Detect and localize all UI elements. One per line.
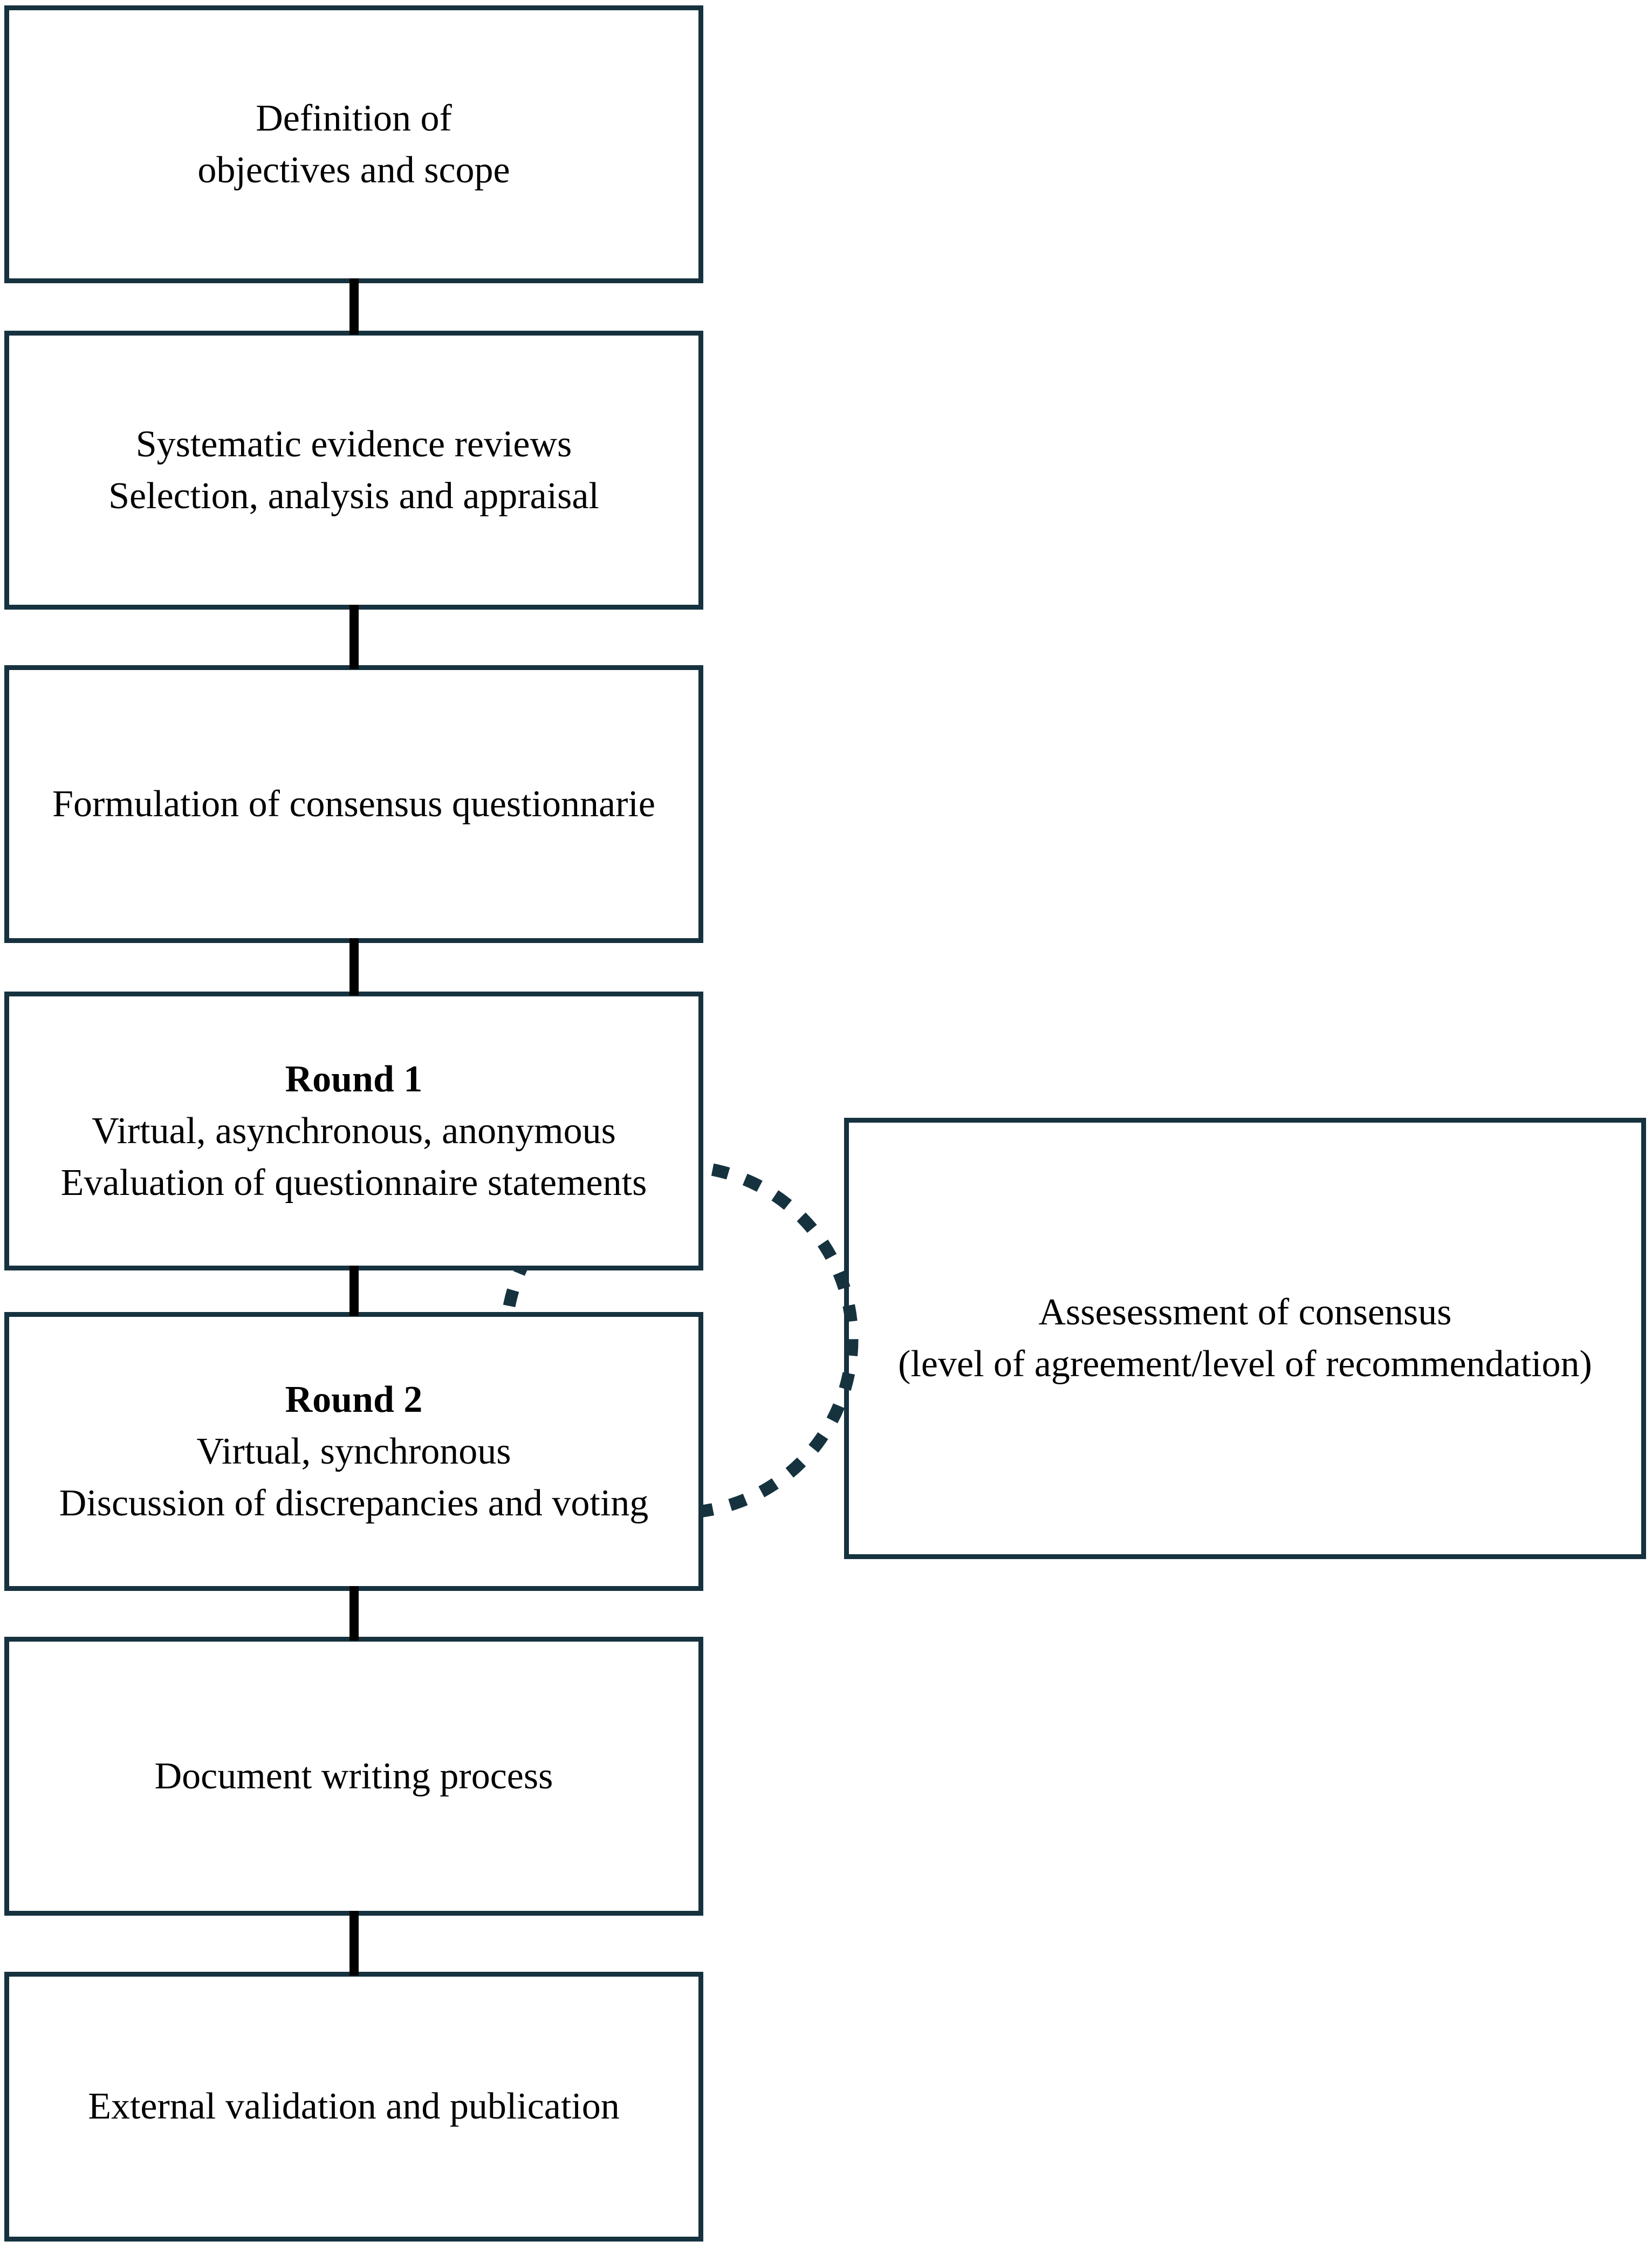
flow-step-line: Virtual, synchronous: [196, 1430, 511, 1472]
assessment-box-line: Assesessment of consensus: [1038, 1292, 1452, 1333]
flow-step-formulation-of-questionnaire: Formulation of consensus questionnarie: [4, 665, 703, 943]
flow-step-line: objectives and scope: [197, 149, 510, 191]
flow-step-line: Formulation of consensus questionnarie: [52, 783, 655, 825]
flow-connector: [349, 1266, 359, 1316]
assessment-of-consensus-box: Assesessment of consensus (level of agre…: [844, 1118, 1646, 1559]
assessment-box-line: (level of agreement/level of recommendat…: [898, 1343, 1592, 1385]
flow-step-line: Document writing process: [154, 1755, 553, 1797]
flow-step-line: Discussion of discrepancies and voting: [59, 1482, 649, 1524]
flow-step-external-validation: External validation and publication: [4, 1972, 703, 2242]
flow-step-title: Round 1: [285, 1058, 423, 1100]
flow-step-line: External validation and publication: [88, 2086, 620, 2127]
flow-step-line: Systematic evidence reviews: [135, 423, 572, 465]
flow-connector: [349, 1586, 359, 1641]
flow-step-systematic-evidence-reviews: Systematic evidence reviews Selection, a…: [4, 331, 703, 610]
flow-step-line: Virtual, asynchronous, anonymous: [92, 1110, 616, 1152]
flow-step-document-writing: Document writing process: [4, 1637, 703, 1916]
flow-step-line: Evaluation of questionnaire statements: [60, 1161, 647, 1204]
flow-step-round-2: Round 2 Virtual, synchronous Discussion …: [4, 1312, 703, 1591]
flow-connector: [349, 938, 359, 995]
flow-step-line: Definition of: [256, 97, 452, 139]
flow-connector: [349, 1911, 359, 1976]
flow-step-line: Selection, analysis and appraisal: [108, 475, 599, 517]
flow-step-definition-of-objectives: Definition of objectives and scope: [4, 5, 703, 283]
flow-connector: [349, 278, 359, 334]
flow-connector: [349, 605, 359, 669]
flow-step-round-1: Round 1 Virtual, asynchronous, anonymous…: [4, 992, 703, 1270]
flow-step-title: Round 2: [285, 1378, 423, 1420]
